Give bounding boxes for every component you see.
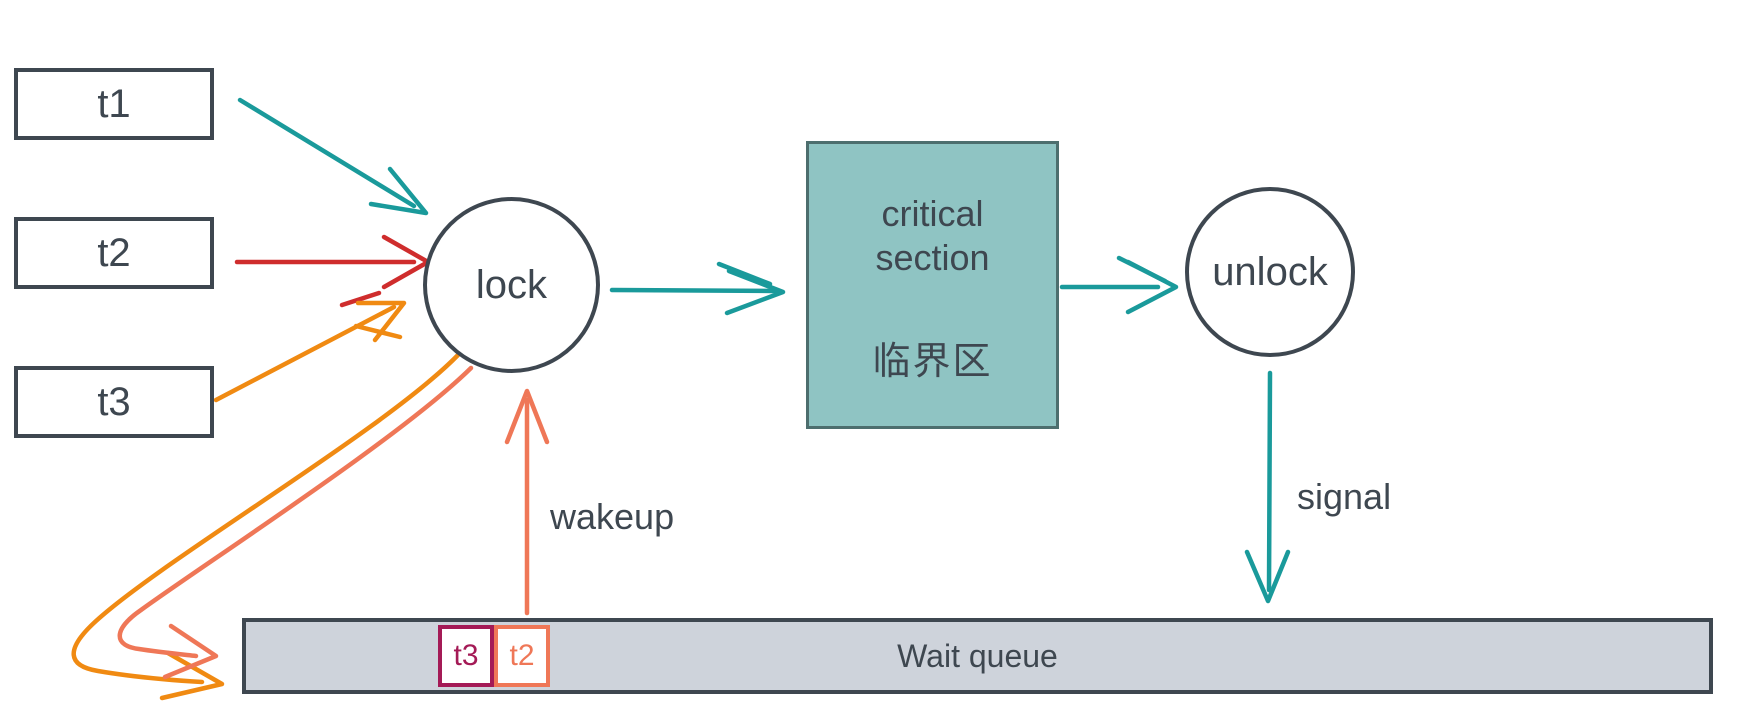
thread-box-t1: t1 xyxy=(14,68,214,140)
arrow-t2-to-lock xyxy=(234,234,431,308)
unlock-node: unlock xyxy=(1185,187,1355,357)
arrow-t3-to-lock xyxy=(213,300,407,403)
lock-node: lock xyxy=(423,197,600,373)
arrow-wakeup-queue-to-lock xyxy=(504,388,550,616)
critical-section-label-en: critical section xyxy=(875,193,990,278)
arrow-lock-to-critical-section xyxy=(609,261,786,316)
critical-section-label-zh: 临界区 xyxy=(872,341,993,383)
thread-t1-label: t1 xyxy=(97,81,131,126)
arrow-signal-unlock-to-wait-queue xyxy=(1244,370,1291,604)
wait-queue-item-t2: t2 xyxy=(494,625,550,687)
arrow-t1-to-lock xyxy=(237,97,429,216)
wait-queue-item-t2-label: t2 xyxy=(509,639,535,672)
unlock-label: unlock xyxy=(1212,249,1328,294)
thread-t2-label: t2 xyxy=(97,230,131,275)
wakeup-label: wakeup xyxy=(550,496,675,537)
lock-label: lock xyxy=(475,262,548,307)
thread-box-t3: t3 xyxy=(14,366,214,438)
thread-t3-label: t3 xyxy=(97,379,131,424)
wait-queue-item-t3: t3 xyxy=(438,625,494,687)
arrow-critical-section-to-unlock xyxy=(1059,255,1179,315)
arrow-curve-lock-to-wait-queue-orange xyxy=(71,352,461,701)
critical-section-node: critical section 临界区 xyxy=(806,141,1059,429)
wait-queue-label: Wait queue xyxy=(897,637,1058,674)
wait-queue: Wait queue t3 t2 xyxy=(242,618,1713,694)
arrow-curve-lock-to-wait-queue-salmon xyxy=(117,365,474,680)
thread-box-t2: t2 xyxy=(14,217,214,289)
signal-label: signal xyxy=(1297,476,1392,517)
wait-queue-item-t3-label: t3 xyxy=(453,639,479,672)
